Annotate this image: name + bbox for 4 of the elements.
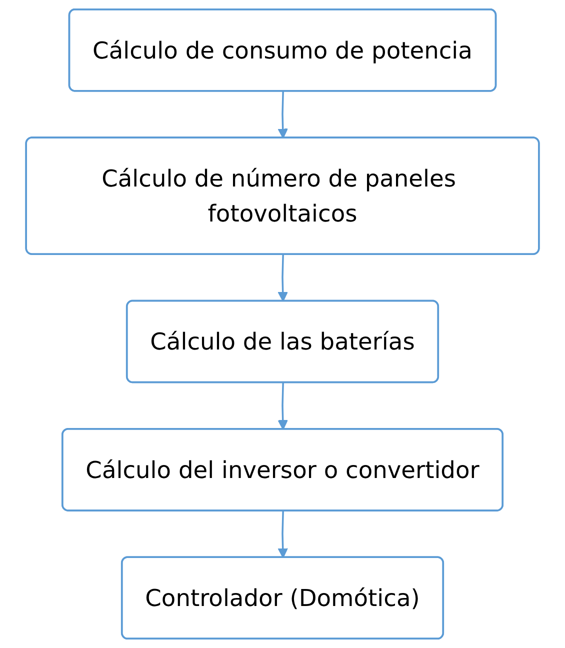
arrow — [278, 511, 288, 558]
arrow — [278, 382, 288, 430]
arrow — [278, 254, 288, 302]
arrow — [278, 91, 288, 139]
